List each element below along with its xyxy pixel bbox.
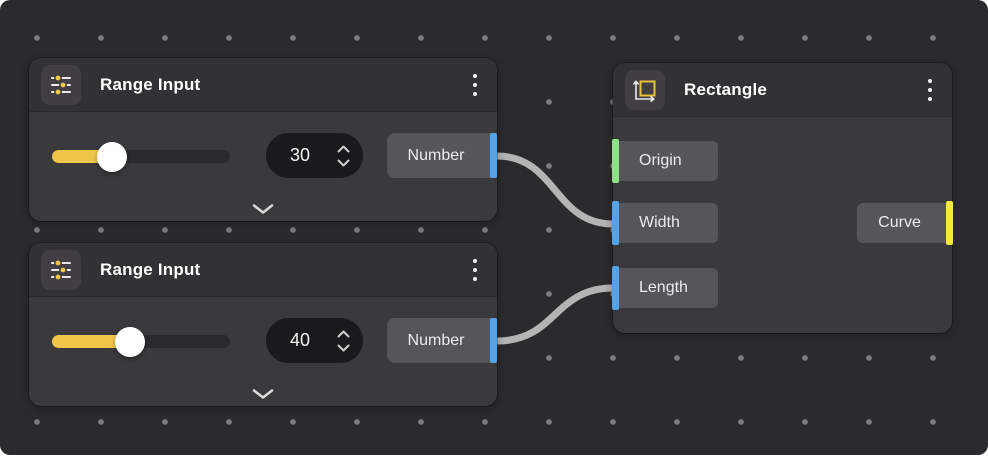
port-label: Number	[407, 331, 465, 349]
kebab-menu-icon[interactable]	[926, 75, 934, 105]
port-connector-blue[interactable]	[612, 266, 619, 310]
node-range-input-2[interactable]: Range Input 40 Number	[29, 243, 497, 406]
stepper-value: 40	[290, 330, 311, 350]
node-range-input-1[interactable]: Range Input 30 Number	[29, 58, 497, 221]
port-label: Number	[407, 146, 465, 164]
node-title: Rectangle	[684, 79, 768, 99]
output-port-curve[interactable]: Curve	[857, 201, 953, 245]
input-port-width[interactable]: Width	[612, 201, 718, 245]
sliders-icon	[41, 64, 81, 105]
output-port-number[interactable]: Number	[387, 318, 497, 363]
port-connector-blue[interactable]	[490, 318, 497, 363]
port-connector-yellow[interactable]	[946, 201, 953, 245]
slider-knob[interactable]	[115, 326, 146, 357]
output-port-number[interactable]: Number	[387, 133, 497, 178]
collapse-chevron-icon[interactable]	[243, 198, 283, 224]
chevron-down-icon[interactable]	[337, 344, 350, 352]
range-slider[interactable]	[52, 326, 230, 357]
chevron-up-icon[interactable]	[337, 145, 350, 153]
port-connector-blue[interactable]	[612, 201, 619, 245]
chevron-down-icon[interactable]	[337, 159, 350, 167]
node-title: Range Input	[100, 259, 201, 279]
number-stepper[interactable]: 40	[266, 318, 363, 363]
slider-fill	[52, 335, 132, 348]
collapse-chevron-icon[interactable]	[243, 383, 283, 409]
wire-number-to-width[interactable]	[493, 152, 617, 228]
port-connector-blue[interactable]	[490, 133, 497, 178]
kebab-menu-icon[interactable]	[471, 70, 479, 100]
wire-number-to-length[interactable]	[493, 284, 617, 345]
kebab-menu-icon[interactable]	[471, 255, 479, 285]
chevron-up-icon[interactable]	[337, 330, 350, 338]
port-label: Length	[639, 279, 688, 296]
node-header[interactable]: Range Input	[29, 243, 497, 297]
slider-knob[interactable]	[97, 141, 128, 172]
port-label: Origin	[639, 152, 682, 169]
rectangle-dimensions-icon	[625, 69, 665, 110]
node-rectangle[interactable]: Rectangle Origin Width Length Curve	[612, 63, 953, 333]
input-port-length[interactable]: Length	[612, 266, 718, 310]
port-label: Width	[639, 214, 680, 231]
port-label: Curve	[878, 214, 921, 231]
node-header[interactable]: Rectangle	[613, 63, 952, 117]
node-header[interactable]: Range Input	[29, 58, 497, 112]
range-slider[interactable]	[52, 141, 230, 172]
node-title: Range Input	[100, 74, 201, 94]
port-connector-green[interactable]	[612, 139, 619, 183]
number-stepper[interactable]: 30	[266, 133, 363, 178]
sliders-icon	[41, 249, 81, 290]
input-port-origin[interactable]: Origin	[612, 139, 718, 183]
stepper-value: 30	[290, 145, 311, 165]
